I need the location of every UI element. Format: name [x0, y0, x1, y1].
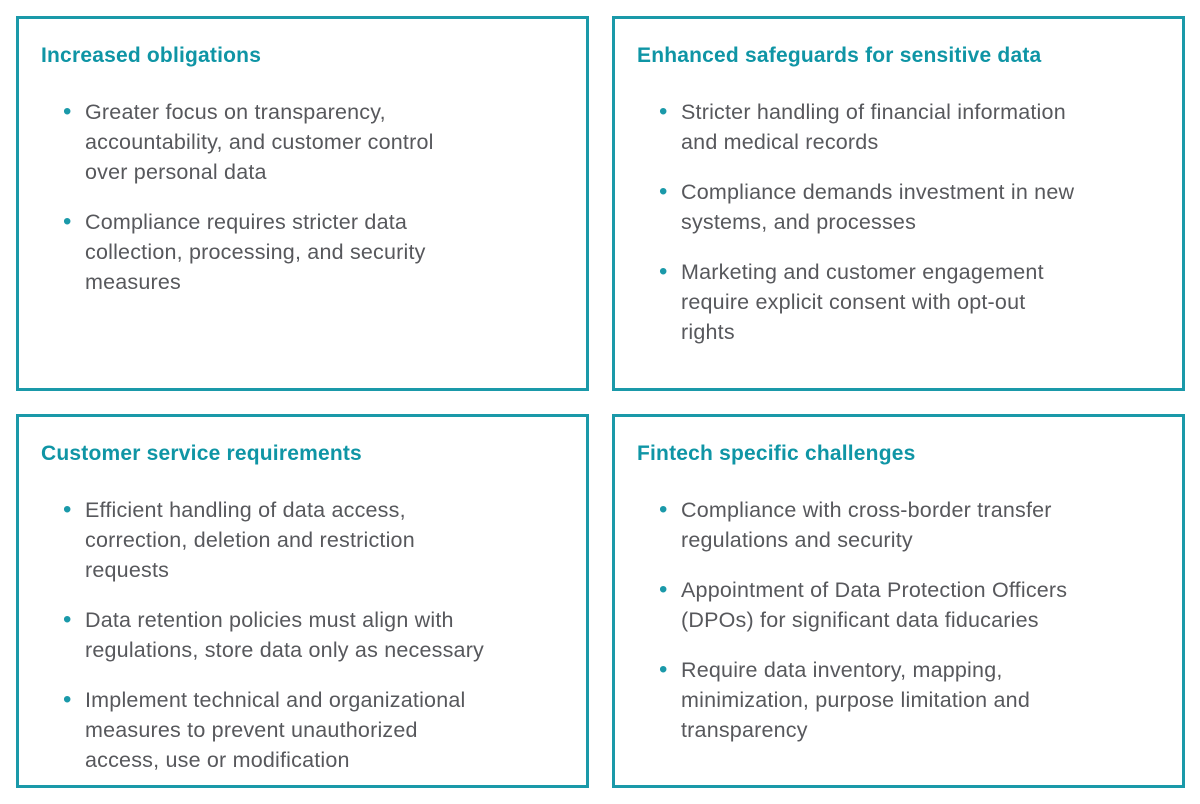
- list-item: • Greater focus on transparency, account…: [41, 97, 566, 187]
- bullet-list: • Efficient handling of data access, cor…: [41, 495, 566, 775]
- card-fintech-challenges: Fintech specific challenges • Compliance…: [612, 413, 1185, 788]
- bullet-icon: •: [659, 655, 668, 683]
- bullet-text: Require data inventory, mapping, minimiz…: [681, 657, 1030, 742]
- card-title: Increased obligations: [41, 44, 262, 67]
- bullet-icon: •: [63, 495, 72, 523]
- list-item: • Appointment of Data Protection Officer…: [637, 575, 1162, 635]
- bullet-icon: •: [63, 605, 72, 633]
- card-enhanced-safeguards: Enhanced safeguards for sensitive data •…: [612, 16, 1185, 391]
- list-item: • Stricter handling of financial informa…: [637, 97, 1162, 157]
- bullet-text: Data retention policies must align with …: [85, 607, 485, 662]
- bullet-icon: •: [659, 98, 668, 125]
- list-item: • Implement technical and organizational…: [41, 685, 566, 775]
- list-item: • Compliance requires stricter data coll…: [41, 207, 566, 297]
- bullet-icon: •: [659, 575, 668, 603]
- card-customer-service: Customer service requirements • Efficien…: [16, 413, 589, 788]
- bullet-text: Greater focus on transparency, accountab…: [85, 100, 434, 184]
- bullet-text: Efficient handling of data access, corre…: [85, 497, 415, 582]
- card-title: Customer service requirements: [41, 441, 362, 465]
- bullet-text: Stricter handling of financial informati…: [681, 100, 1066, 154]
- bullet-icon: •: [63, 98, 72, 125]
- list-item: • Compliance demands investment in new s…: [637, 177, 1162, 237]
- bullet-text: Marketing and customer engagement requir…: [681, 260, 1044, 344]
- list-item: • Marketing and customer engagement requ…: [637, 257, 1162, 347]
- bullet-text: Appointment of Data Protection Officers …: [681, 577, 1068, 632]
- bullet-text: Compliance demands investment in new sys…: [681, 180, 1075, 234]
- bullet-icon: •: [63, 208, 72, 235]
- list-item: • Data retention policies must align wit…: [41, 605, 566, 665]
- list-item: • Require data inventory, mapping, minim…: [637, 655, 1162, 745]
- bullet-icon: •: [63, 685, 72, 713]
- bullet-list: • Stricter handling of financial informa…: [637, 97, 1162, 347]
- card-title: Fintech specific challenges: [637, 441, 916, 465]
- bullet-text: Compliance requires stricter data collec…: [85, 210, 426, 294]
- bullet-text: Compliance with cross-border transfer re…: [681, 497, 1052, 552]
- card-title: Enhanced safeguards for sensitive data: [637, 44, 1042, 67]
- bullet-icon: •: [659, 178, 668, 205]
- bullet-icon: •: [659, 495, 668, 523]
- bullet-icon: •: [659, 258, 668, 285]
- card-increased-obligations: Increased obligations • Greater focus on…: [16, 16, 589, 391]
- cards-grid: Increased obligations • Greater focus on…: [16, 16, 1185, 788]
- list-item: • Compliance with cross-border transfer …: [637, 495, 1162, 555]
- bullet-list: • Greater focus on transparency, account…: [41, 97, 566, 297]
- bullet-list: • Compliance with cross-border transfer …: [637, 495, 1162, 745]
- bullet-text: Implement technical and organizational m…: [85, 687, 466, 772]
- list-item: • Efficient handling of data access, cor…: [41, 495, 566, 585]
